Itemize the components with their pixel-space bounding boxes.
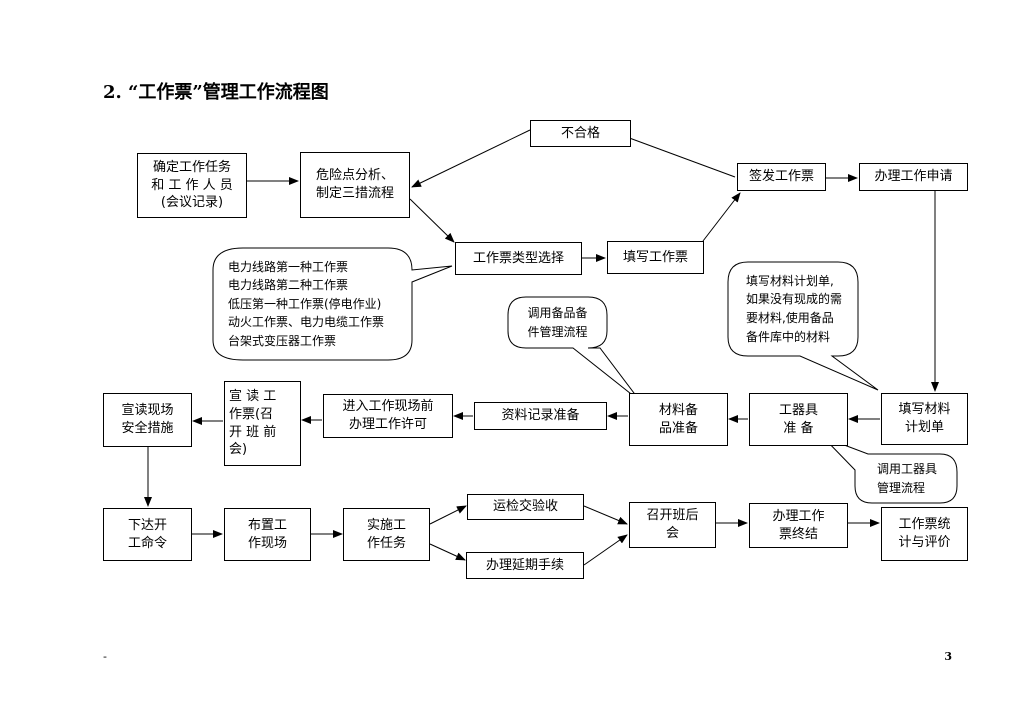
arrow-hazard-to-type — [409, 198, 455, 243]
box-safety: 宣读现场 安全措施 — [103, 393, 192, 447]
box-stats: 工作票统 计与评价 — [881, 507, 968, 561]
arrow-accept-to-post — [583, 505, 628, 525]
box-accept-label: 运检交验收 — [492, 499, 558, 515]
box-meeting: 宣 读 工 作票(召 开 班 前 会) — [224, 381, 301, 466]
box-end-label: 办理工作 票终结 — [772, 508, 825, 542]
box-post-label: 召开班后 会 — [646, 508, 699, 541]
box-stats-label: 工作票统 计与评价 — [898, 517, 951, 550]
box-hazard-label: 危险点分析、 制定三措流程 — [315, 168, 394, 201]
note-material-plan: 填写材料计划单, 如果没有现成的需 要材料,使用备品 备件库中的材料 — [730, 264, 858, 354]
box-post: 召开班后 会 — [629, 502, 716, 548]
box-permit-label: 进入工作现场前 办理工作许可 — [342, 399, 434, 432]
box-tools-label: 工器具 准 备 — [778, 402, 818, 436]
box-task: 确定工作任务 和 工 作 人 员 (会议记录) — [137, 153, 247, 218]
box-materials-label: 材料备 品准备 — [658, 402, 698, 436]
note-ticket-types: 电力线路第一种工作票 电力线路第二种工作票 低压第一种工作票(停电作业) 动火工… — [218, 252, 408, 356]
arrow-fail-to-hazard — [411, 129, 531, 188]
box-meeting-label: 宣 读 工 作票(召 开 班 前 会) — [229, 389, 277, 458]
box-type-label: 工作票类型选择 — [472, 250, 564, 266]
box-end: 办理工作 票终结 — [749, 503, 848, 548]
note-spares-text: 调用备品备 件管理流程 — [527, 306, 588, 339]
box-permit: 进入工作现场前 办理工作许可 — [323, 394, 453, 438]
page-number: 3 — [944, 650, 952, 663]
callout-shape-material-plan — [727, 261, 879, 391]
box-site: 布置工 作现场 — [224, 508, 311, 561]
box-plan: 填写材料 计划单 — [881, 393, 968, 445]
box-plan-label: 填写材料 计划单 — [898, 402, 951, 435]
box-task-label: 确定工作任务 和 工 作 人 员 (会议记录) — [151, 160, 233, 211]
box-sign-label: 签发工作票 — [748, 169, 814, 185]
box-extend-label: 办理延期手续 — [485, 557, 564, 573]
arrow-execute-to-accept — [429, 505, 467, 525]
box-fail: 不合格 — [530, 120, 631, 147]
box-apply-label: 办理工作申请 — [874, 169, 953, 185]
box-order: 下达开 工命令 — [103, 508, 192, 561]
box-records: 资料记录准备 — [474, 402, 607, 430]
callout-shape-types — [212, 247, 453, 361]
note-ticket-types-text: 电力线路第一种工作票 电力线路第二种工作票 低压第一种工作票(停电作业) 动火工… — [228, 259, 385, 348]
box-materials: 材料备 品准备 — [629, 393, 728, 446]
box-apply: 办理工作申请 — [859, 163, 968, 191]
footer-mark: - — [103, 650, 107, 663]
box-hazard: 危险点分析、 制定三措流程 — [300, 152, 410, 218]
arrow-fill-to-sign — [702, 192, 741, 242]
note-spares: 调用备品备 件管理流程 — [508, 299, 607, 347]
box-execute-label: 实施工 作任务 — [366, 517, 406, 551]
box-sign: 签发工作票 — [737, 163, 826, 191]
box-site-label: 布置工 作现场 — [247, 517, 287, 551]
box-fail-label: 不合格 — [560, 125, 600, 141]
note-material-plan-text: 填写材料计划单, 如果没有现成的需 要材料,使用备品 备件库中的材料 — [745, 273, 842, 344]
callout-shape-tool-flow — [822, 436, 958, 504]
box-fill-label: 填写工作票 — [622, 249, 688, 265]
box-accept: 运检交验收 — [467, 494, 584, 520]
box-safety-label: 宣读现场 安全措施 — [121, 403, 174, 436]
arrow-execute-to-extend — [429, 543, 466, 561]
box-fill: 填写工作票 — [607, 241, 704, 274]
page-title: 2. “工作票”管理工作流程图 — [103, 82, 329, 103]
box-extend: 办理延期手续 — [466, 552, 584, 579]
box-records-label: 资料记录准备 — [501, 408, 580, 424]
box-order-label: 下达开 工命令 — [127, 517, 167, 551]
note-tool-flow: 调用工器具 管理流程 — [857, 456, 957, 502]
note-tool-flow-text: 调用工器具 管理流程 — [876, 462, 937, 495]
box-tools: 工器具 准 备 — [749, 393, 848, 446]
box-execute: 实施工 作任务 — [343, 508, 430, 561]
box-type: 工作票类型选择 — [455, 242, 582, 275]
callout-shape-spares — [507, 296, 641, 402]
arrow-extend-to-post — [583, 534, 628, 566]
